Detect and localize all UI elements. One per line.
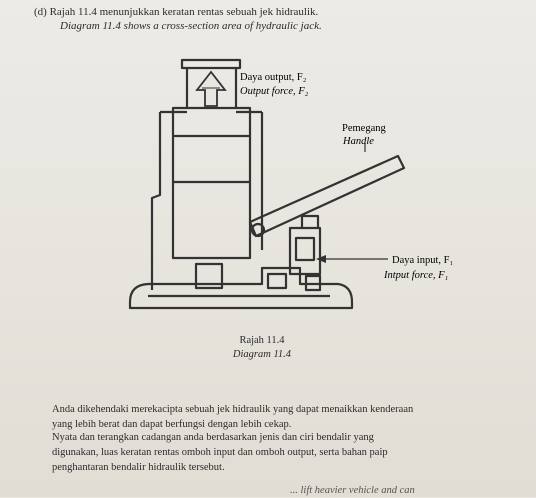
check-valve-left — [266, 272, 288, 290]
piston-cap — [180, 58, 242, 70]
cylinder-left-wall — [150, 112, 162, 290]
input-force-arrowhead — [316, 255, 326, 263]
paragraph-line: Anda dikehendaki merekacipta sebuah jek … — [52, 404, 414, 415]
input-piston — [294, 236, 316, 262]
input-force-label-english: Intput force, F₁ — [383, 270, 448, 281]
paragraph-line-cut-off: ... lift heavier vehicle and can — [290, 485, 415, 496]
jack-base — [128, 266, 354, 310]
handle-label-english: Handle — [342, 136, 374, 147]
handle-lever — [248, 154, 406, 238]
paragraph-line: penghantaran bendalir hidraulik tersebut… — [52, 462, 225, 473]
check-valve-right — [304, 274, 322, 292]
paragraph-line: Nyata dan terangkan cadangan anda berdas… — [52, 432, 374, 443]
question-text-malay: (d) Rajah 11.4 menunjukkan keratan renta… — [34, 6, 319, 18]
output-force-label-malay: Daya output, F₂ — [240, 72, 307, 83]
paragraph-line: digunakan, luas keratan rentas omboh inp… — [52, 447, 388, 458]
question-text-english: Diagram 11.4 shows a cross-section area … — [60, 20, 322, 32]
piston-rod — [185, 68, 238, 108]
output-force-arrow — [195, 70, 227, 107]
input-force-label-malay: Daya input, F₁ — [392, 255, 453, 266]
output-force-label-english: Output force, F₂ — [240, 86, 309, 97]
diagram-caption-english: Diagram 11.4 — [232, 349, 292, 360]
hydraulic-jack-diagram: Daya output, F₂ Output force, F₂ Pemegan… — [128, 58, 453, 310]
paragraph-line: yang lebih berat dan dapat berfungsi den… — [52, 419, 292, 430]
release-valve — [194, 262, 224, 290]
handle-label-malay: Pemegang — [342, 123, 386, 134]
input-piston-rod — [300, 214, 320, 228]
input-pump-cylinder — [288, 226, 322, 276]
handle-pivot — [250, 222, 266, 238]
diagram-caption-malay: Rajah 11.4 — [239, 335, 285, 346]
